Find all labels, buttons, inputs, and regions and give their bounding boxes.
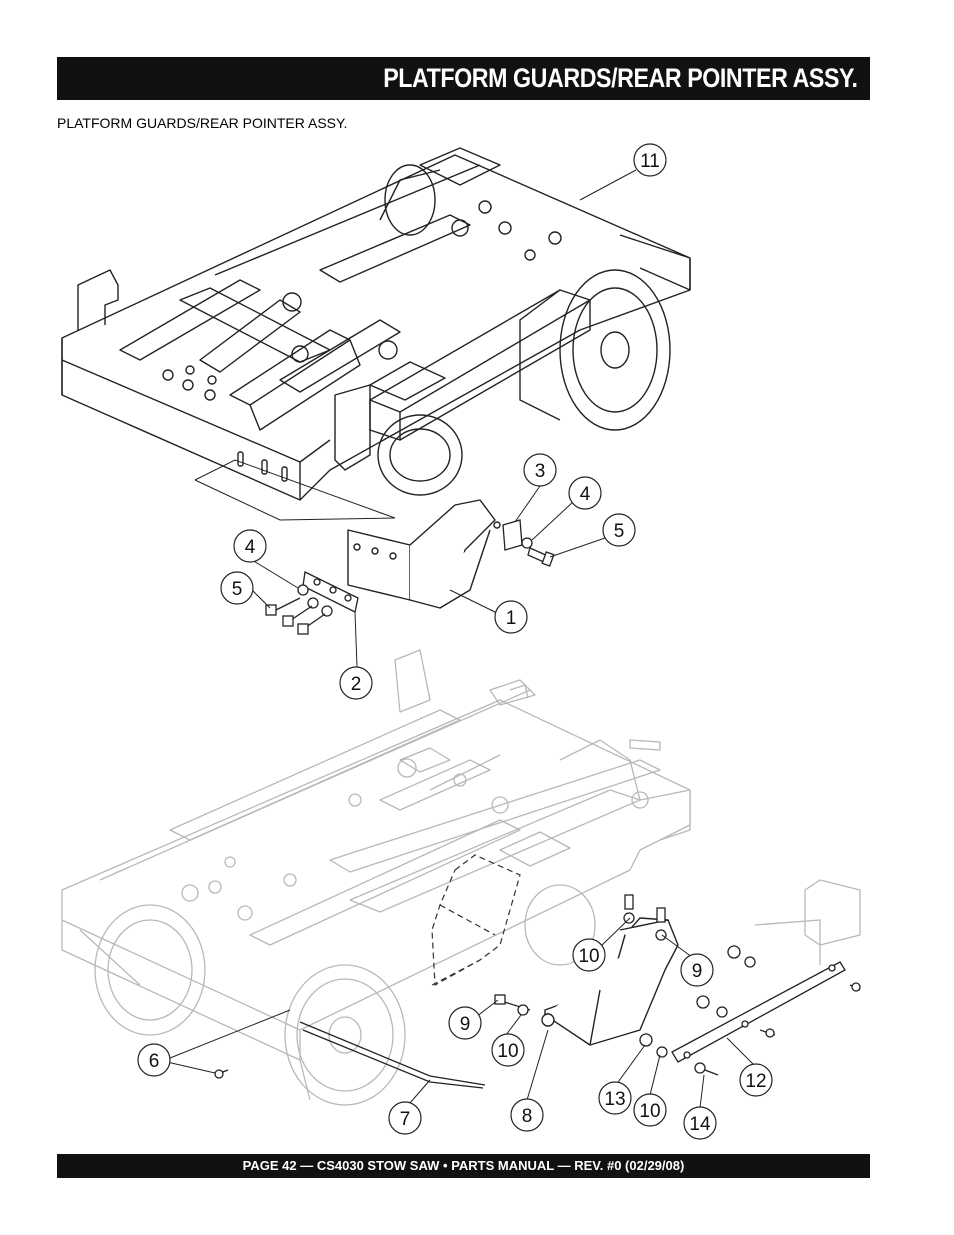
callout-label: 14 <box>689 1114 711 1135</box>
part-12-pointer-bar <box>671 961 846 1063</box>
callout-label: 10 <box>497 1041 518 1062</box>
callout-9-left <box>448 1006 482 1040</box>
callout-4-left <box>233 529 267 563</box>
hardware-right <box>502 519 555 567</box>
callout-9-right <box>680 953 714 987</box>
callout-6 <box>137 1043 171 1077</box>
callout-label: 3 <box>535 461 546 482</box>
callout-label: 12 <box>745 1071 766 1092</box>
callout-5-left <box>220 571 254 605</box>
callout-3 <box>523 453 557 487</box>
leader-lines <box>159 169 758 1109</box>
callout-label: 10 <box>578 946 599 967</box>
callout-label: 7 <box>400 1109 411 1130</box>
hardware-lower <box>214 894 861 1089</box>
callout-1 <box>494 600 528 634</box>
callout-2 <box>339 666 373 700</box>
callout-12 <box>739 1063 773 1097</box>
callout-11 <box>633 143 667 177</box>
callout-label: 11 <box>640 151 660 172</box>
callout-label: 5 <box>232 579 243 600</box>
page-footer-bar: PAGE 42 — CS4030 STOW SAW • PARTS MANUAL… <box>57 1154 870 1178</box>
hardware-left <box>265 571 359 635</box>
callout-label: 9 <box>460 1014 471 1035</box>
callout-label: 4 <box>580 484 591 505</box>
callout-balloons <box>137 143 773 1140</box>
page-footer: PAGE 42 — CS4030 STOW SAW • PARTS MANUAL… <box>242 1158 685 1173</box>
callout-14 <box>683 1106 717 1140</box>
callout-label: 8 <box>522 1106 533 1127</box>
page-title-bar: PLATFORM GUARDS/REAR POINTER ASSY. <box>57 57 870 100</box>
callout-10-mid <box>491 1033 525 1067</box>
callout-5-right <box>602 513 636 547</box>
guard-phantom-outline <box>431 854 521 986</box>
part-1-guard <box>347 499 501 609</box>
callout-4-right <box>568 476 602 510</box>
callout-label: 9 <box>692 961 703 982</box>
callout-8 <box>510 1098 544 1132</box>
callout-10-top <box>572 938 606 972</box>
callout-label: 5 <box>614 521 625 542</box>
callout-label: 4 <box>245 537 256 558</box>
callout-label: 6 <box>149 1051 160 1072</box>
page-title: PLATFORM GUARDS/REAR POINTER ASSY. <box>383 63 859 93</box>
callout-label: 13 <box>604 1089 625 1110</box>
callout-label: 10 <box>639 1101 660 1122</box>
figure-caption: PLATFORM GUARDS/REAR POINTER ASSY. <box>57 115 348 131</box>
callout-label: 2 <box>351 674 362 695</box>
callout-13 <box>598 1081 632 1115</box>
callout-numbers: 11 3 4 5 4 5 1 2 10 9 9 10 6 13 10 12 7 … <box>149 151 767 1135</box>
callout-7 <box>388 1101 422 1135</box>
callout-10-bottom <box>633 1093 667 1127</box>
lower-wheels <box>79 884 596 1106</box>
platform-frame-bottom <box>61 649 861 1061</box>
callout-label: 1 <box>506 608 517 629</box>
platform-frame-top <box>61 147 691 501</box>
upper-wheels <box>377 164 671 496</box>
section-outline <box>194 459 396 521</box>
